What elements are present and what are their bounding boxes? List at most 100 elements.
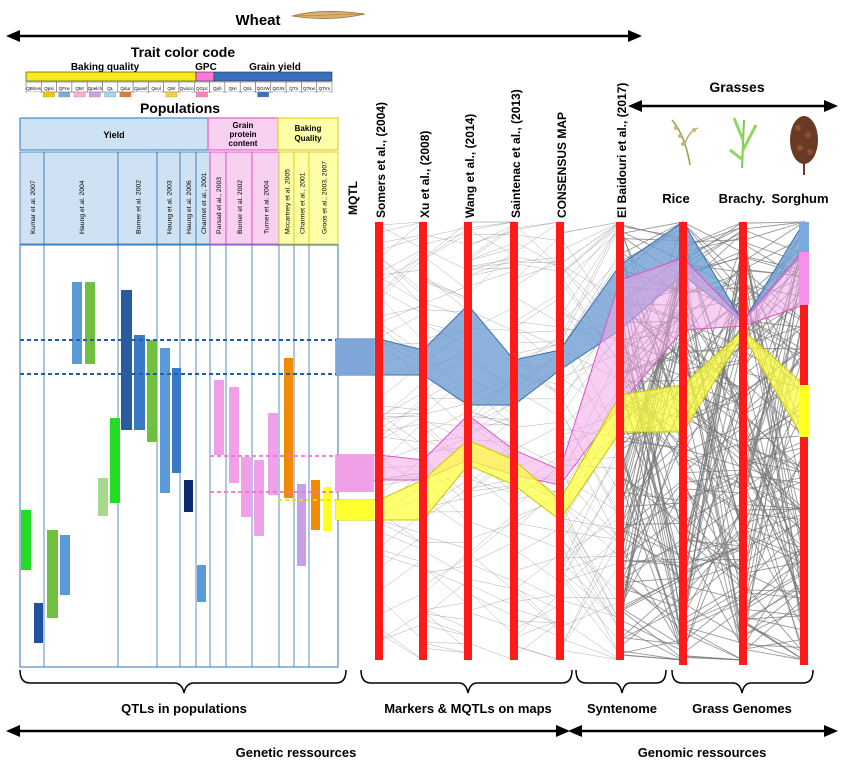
trait-color-swatch — [181, 92, 192, 97]
rice-label: Rice — [662, 191, 689, 206]
trait-color-swatch — [74, 92, 85, 97]
qtl-bar — [284, 358, 293, 498]
yield-group-label: Yield — [103, 130, 124, 140]
qtl-bar — [60, 535, 70, 595]
map-label: El Baidouri et al., (2017) — [615, 83, 629, 218]
genomic-resources-label: Genomic ressources — [638, 745, 767, 760]
trait-code-label: QTn — [289, 86, 298, 91]
category-gpc: GPC — [195, 62, 217, 73]
population-label: Groos et al., 2003, 2007 — [322, 161, 329, 234]
qtl-bar — [110, 418, 120, 503]
wheat-ear-icon — [292, 11, 365, 18]
map-label: Wang et al., (2014) — [463, 114, 477, 218]
trait-code-label: QTkw — [303, 86, 316, 91]
trait-color-swatch — [59, 92, 70, 97]
qtl-bar — [184, 480, 193, 512]
population-label: Haung et al. 2006 — [186, 180, 193, 234]
brachy-label: Brachy. — [719, 191, 766, 206]
qtl-bar — [254, 460, 264, 536]
rice-chromosome — [679, 222, 687, 665]
trait-color-swatch — [28, 92, 39, 97]
qtl-bar — [147, 340, 157, 442]
trait-code-label: Qpelch — [88, 86, 103, 91]
qtl-bar — [134, 335, 145, 430]
qtl-bar — [172, 368, 181, 473]
mqtl-yellow-block — [336, 500, 374, 520]
map-label: Saintenac et al., (2013) — [509, 89, 523, 218]
baking-quality-bar — [26, 72, 196, 81]
qtl-bar — [197, 565, 206, 602]
population-label: Charmet et al., 2001 — [201, 172, 208, 234]
sorghum-yellow-segment — [799, 385, 809, 437]
map-label: Somers et al., (2004) — [374, 102, 388, 218]
section-qtls-in-populations: QTLs in populations — [121, 701, 247, 716]
wheat-span-arrow — [6, 30, 642, 42]
trait-color-swatch — [166, 92, 177, 97]
trait-code-label: Qpanif — [134, 86, 148, 91]
trait-code-label: QW — [167, 86, 176, 91]
population-label: Kumar et al. 2007 — [30, 180, 37, 234]
qtl-bar — [85, 282, 95, 364]
brachy-chromosome — [739, 222, 747, 665]
chromosome-bar — [375, 222, 383, 660]
trait-color-swatch — [303, 92, 314, 97]
grasses-span-arrow — [628, 100, 838, 112]
category-grain-yield: Grain yield — [249, 62, 301, 73]
map-label: CONSENSUS MAP — [555, 112, 569, 218]
population-label: Haung et al. 2004 — [79, 180, 86, 234]
trait-code-label: QGpc — [196, 86, 209, 91]
qtl-bar — [21, 510, 31, 570]
trait-code-label: Qpsi — [44, 86, 53, 91]
populations-title: Populations — [140, 100, 220, 116]
population-label: Mccartney et al. 2005 — [285, 169, 292, 234]
section-grass-genomes: Grass Genomes — [692, 701, 792, 716]
population-label: Haung et al. 2003 — [167, 180, 174, 234]
trait-color-swatch — [135, 92, 146, 97]
trait-code-label: Qtst — [75, 86, 84, 91]
mqtl-blue-block — [336, 339, 374, 375]
trait-color-swatch — [273, 92, 284, 97]
population-label: Borner et al. 2002 — [237, 180, 244, 234]
trait-code-label: Qdur — [120, 86, 131, 91]
rice-plant-icon — [672, 120, 698, 165]
grasses-title: Grasses — [709, 79, 764, 95]
trait-color-swatch — [105, 92, 116, 97]
category-baking-quality: Baking quality — [71, 62, 140, 73]
trait-code-label: QT/m — [319, 86, 331, 91]
sorghum-blue-segment — [799, 222, 809, 252]
trait-color-code-title: Trait color code — [131, 44, 235, 60]
population-label: Charmet et al., 2001 — [300, 172, 307, 234]
qtl-bar — [268, 413, 278, 495]
trait-color-swatch — [319, 92, 330, 97]
genomic-resources-arrow — [568, 725, 838, 737]
chromosome-bar — [510, 222, 518, 660]
qtl-bar — [160, 348, 170, 493]
trait-code-label: QGrN — [272, 86, 284, 91]
map-label-group: Somers et al., (2004) Xu et al., (2008) Wa… — [374, 83, 629, 218]
qtl-bar — [323, 487, 332, 531]
sorghum-pink-segment — [799, 252, 809, 305]
trait-color-swatch — [212, 92, 223, 97]
trait-code-label: QGrW — [257, 86, 271, 91]
trait-color-swatch — [196, 92, 207, 97]
chromosome-bar — [556, 222, 564, 660]
gpc-bar — [196, 72, 214, 81]
trait-color-swatch — [120, 92, 131, 97]
trait-code-label: QFrw — [59, 86, 71, 91]
sorghum-label: Sorghum — [771, 191, 828, 206]
genetic-resources-arrow — [6, 725, 570, 737]
mqtl-label: MQTL — [346, 181, 360, 215]
brachypodium-plant-icon — [730, 118, 756, 168]
trait-color-swatch — [288, 92, 299, 97]
trait-code-label: Qvisco — [180, 86, 194, 91]
population-header-row: Kumar et al. 2007 Haung et al. 2004 Borner… — [20, 152, 338, 244]
genetic-resources-label: Genetic ressources — [236, 745, 357, 760]
chromosome-bar — [616, 222, 624, 660]
map-label: Xu et al., (2008) — [418, 131, 432, 218]
trait-color-swatch — [43, 92, 54, 97]
population-label: Parsad et al., 2003 — [216, 177, 223, 234]
